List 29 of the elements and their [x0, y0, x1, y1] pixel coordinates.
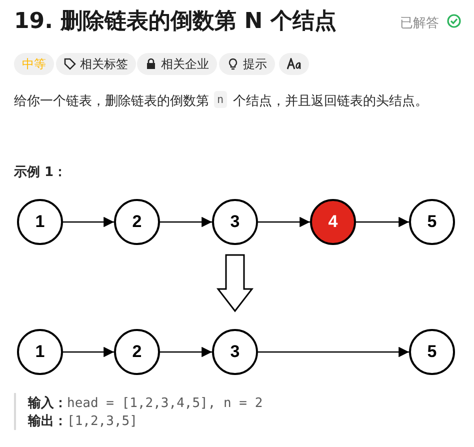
list-node-circle: 3: [212, 199, 258, 245]
arrow: [258, 216, 310, 228]
output-line: 输出：[1,2,3,5]: [28, 413, 138, 430]
list-node-circle: 1: [17, 329, 63, 375]
tag-button: 相关标签: [56, 53, 136, 75]
list-node-circle: 5: [409, 329, 455, 375]
block-arrow: [216, 254, 254, 312]
input-line: 输入：head = [1,2,3,4,5], n = 2: [28, 394, 263, 412]
list-node-circle: 2: [114, 329, 160, 375]
example-heading: 示例 1：: [14, 164, 67, 181]
arrow: [63, 346, 114, 358]
difficulty-badge: 中等: [14, 53, 54, 75]
status-text: 已解答: [400, 15, 439, 32]
list-node-circle: 5: [409, 199, 455, 245]
arrow: [160, 346, 212, 358]
tag-button: 提示: [219, 53, 275, 75]
list-node-circle: 3: [212, 329, 258, 375]
list-node-circle: 1: [17, 199, 63, 245]
description-text: 给你一个链表，删除链表的倒数第: [14, 93, 209, 110]
arrow: [258, 346, 409, 358]
arrow: [356, 216, 409, 228]
list-node-circle: 4: [310, 199, 356, 245]
arrow: [63, 216, 114, 228]
description-text: 个结点，并且返回链表的头结点。: [233, 93, 428, 110]
list-node-circle: 2: [114, 199, 160, 245]
tag-button: 相关企业: [137, 53, 217, 75]
inline-code: n: [214, 91, 227, 108]
arrow: [160, 216, 212, 228]
page-title: 19. 删除链表的倒数第 N 个结点: [14, 8, 336, 36]
